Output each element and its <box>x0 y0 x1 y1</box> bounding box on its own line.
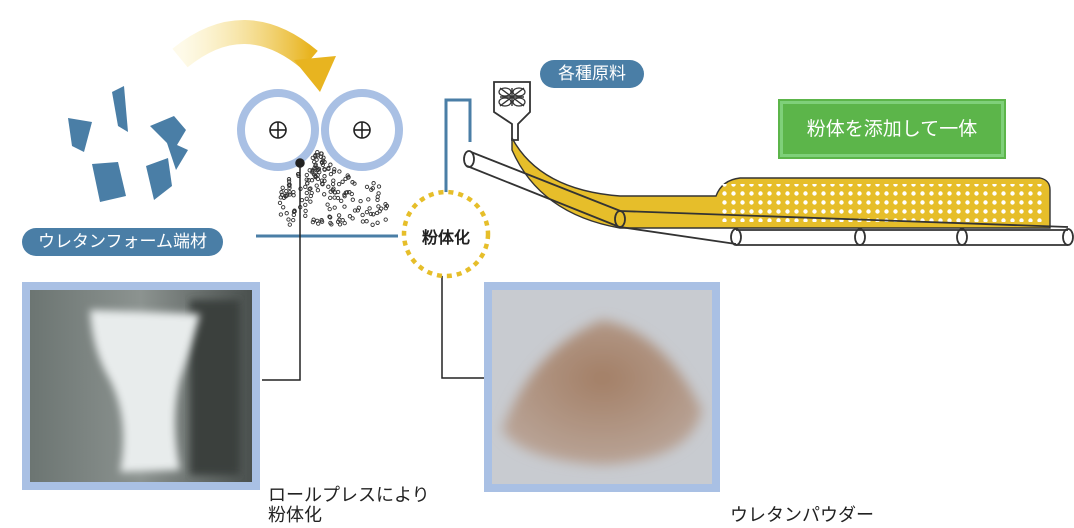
powderize-circle <box>401 189 491 279</box>
arrow-icon <box>172 20 336 92</box>
caption-roll-press-line2: 粉体化 <box>268 505 322 526</box>
label-urethane-scrap: ウレタンフォーム端材 <box>22 228 223 256</box>
conveyor <box>463 150 1074 246</box>
foam-photo <box>22 282 260 490</box>
caption-roll-press-line1: ロールプレスにより <box>268 485 430 506</box>
label-add-powder: 粉体を添加して一体 <box>778 99 1006 159</box>
foam-chip-icon <box>68 86 188 202</box>
label-powderize: 粉体化 <box>421 228 470 247</box>
caption-urethane-powder: ウレタンパウダー <box>730 505 874 526</box>
leader-lines <box>262 158 484 381</box>
powder-photo <box>484 282 720 492</box>
feed-lines <box>256 98 472 238</box>
roller-icon <box>237 89 403 171</box>
label-various-materials: 各種原料 <box>540 60 644 88</box>
hopper-icon <box>493 81 531 141</box>
powder-particles <box>277 149 390 227</box>
